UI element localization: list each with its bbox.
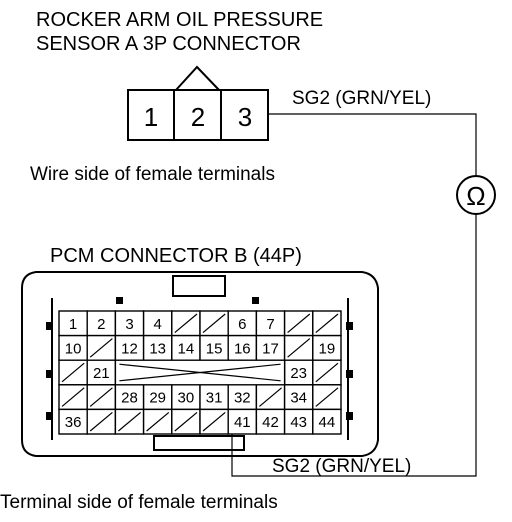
pcm-terminal-cell [255,408,286,435]
pcm-terminal-cell [114,310,145,337]
pcm-terminal-2: 2 [97,316,105,333]
cavity-slash [202,313,226,334]
pcm-terminal-cell [255,310,286,337]
pcm-terminal-36: 36 [65,414,82,431]
cavity-slash [118,411,141,432]
cavity-slash [89,411,113,432]
cavity-slash [315,387,339,407]
pcm-terminal-14: 14 [178,340,195,357]
cavity-slash [61,362,85,383]
cavity-slash [174,411,198,432]
connector-housing [127,89,269,141]
pcm-terminal-cell [312,408,342,435]
cavity-slash [315,313,339,334]
cavity-slash [259,387,282,407]
pcm-terminal-15: 15 [206,340,223,357]
pcm-housing-notches [46,297,353,420]
cavity-slash [61,387,85,407]
pcm-terminal-16: 16 [234,340,251,357]
pcm-terminal-32: 32 [234,390,251,407]
sensor-3p-connector [127,65,269,141]
sensor-title-line2: SENSOR A 3P CONNECTOR [36,33,301,55]
pcm-terminal-23: 23 [290,365,307,382]
blank-area-cross [119,363,281,382]
cavity-slash [202,411,226,432]
connector-lock-tab [175,65,220,91]
cavity-slash [89,338,113,358]
pcm-terminal-10: 10 [65,340,82,357]
ohm-symbol: Ω [466,181,485,211]
sensor-caption: Wire side of female terminals [30,164,275,185]
cavity-slash [315,362,339,383]
pcm-terminal-13: 13 [149,340,166,357]
pcm-terminal-21: 21 [93,365,110,382]
ohmmeter-icon: Ω [456,175,496,215]
cavity-slash [287,313,311,334]
pcm-terminal-17: 17 [262,340,279,357]
cavity-slash [174,313,198,334]
pcm-terminal-3: 3 [125,316,133,333]
pcm-terminal-6: 6 [238,316,246,333]
sensor-terminal-1: 1 [144,102,158,132]
pcm-terminal-cell [114,334,145,361]
pcm-title: PCM CONNECTOR B (44P) [50,245,302,267]
pcm-terminal-31: 31 [206,390,223,407]
sensor-terminal-3: 3 [238,102,252,132]
pcm-terminal-7: 7 [266,316,274,333]
pcm-terminal-34: 34 [290,390,307,407]
pcm-terminal-29: 29 [149,390,166,407]
pcm-terminal-41: 41 [234,414,251,431]
pcm-wire-label: SG2 (GRN/YEL) [272,456,411,477]
cavity-slash [287,338,311,358]
sensor-title-line1: ROCKER ARM OIL PRESSURE [36,9,323,31]
cavity-slash [146,411,170,432]
pcm-terminal-28: 28 [121,390,138,407]
pcm-terminal-42: 42 [262,414,279,431]
pcm-terminal-cell [171,334,201,361]
pcm-terminal-19: 19 [319,340,336,357]
pcm-terminal-30: 30 [178,390,195,407]
pcm-terminal-44: 44 [319,414,336,431]
pcm-caption: Terminal side of female terminals [0,492,278,513]
pcm-terminal-4: 4 [154,316,162,333]
sensor-wire-label: SG2 (GRN/YEL) [292,88,431,109]
sensor-terminal-2: 2 [191,102,205,132]
pcm-terminal-12: 12 [121,340,138,357]
pcm-terminal-cell [283,408,314,435]
pcm-terminal-cell [86,359,117,386]
pcm-terminal-43: 43 [290,414,307,431]
cavity-slash [89,387,113,407]
pcm-terminal-cell [227,310,258,337]
pcm-terminal-1: 1 [69,316,77,333]
pcm-terminal-cell [86,310,117,337]
